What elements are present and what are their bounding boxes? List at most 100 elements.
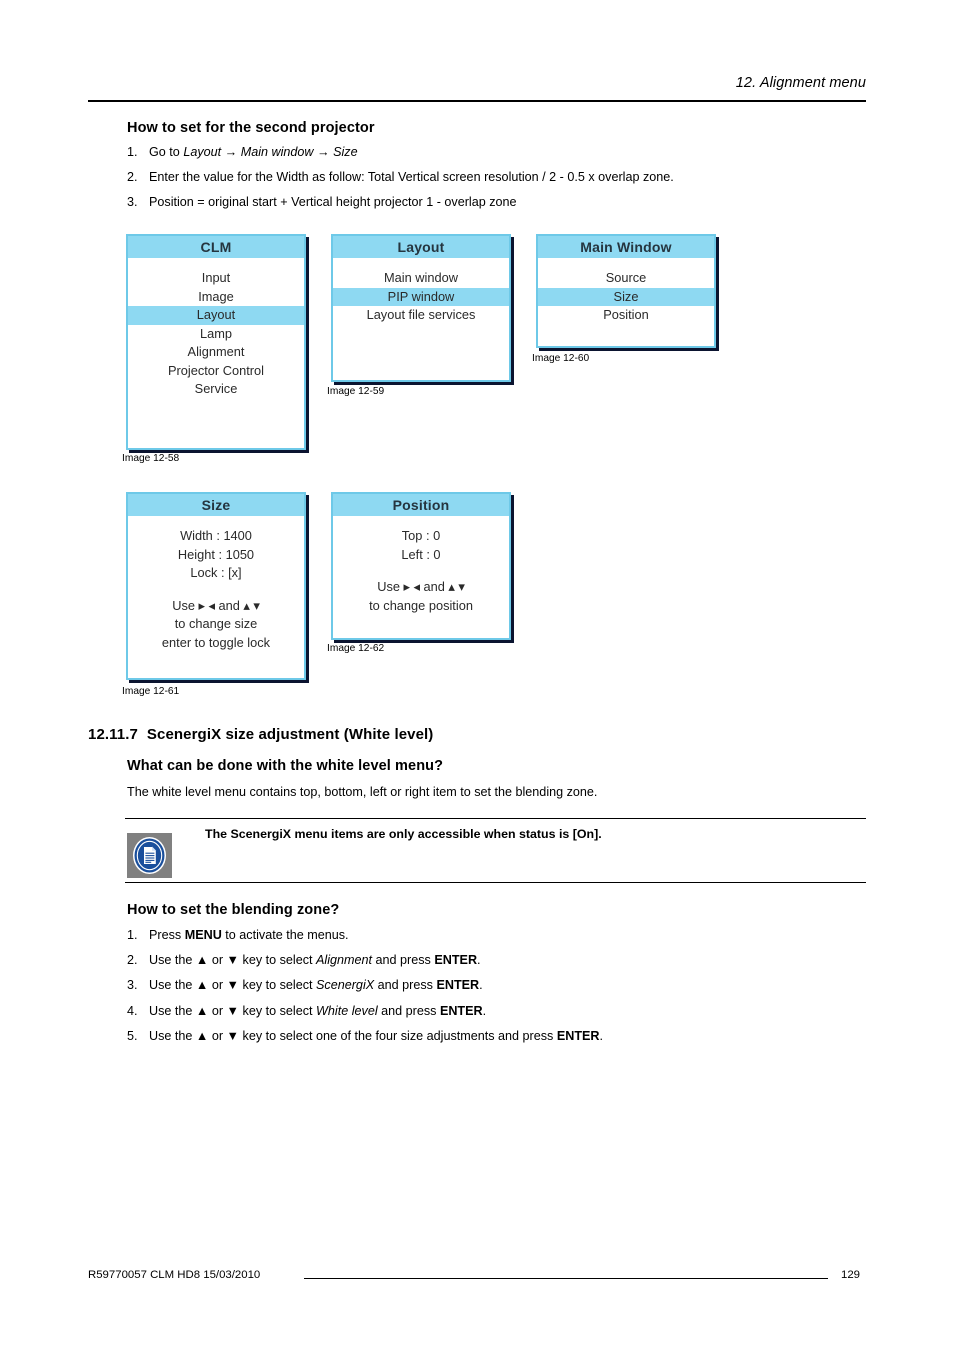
heading-how-to-set-blending-zone: How to set the blending zone? (127, 902, 340, 918)
footer-document-id: R59770057 CLM HD8 15/03/2010 (88, 1269, 261, 1281)
step-second-projector-item: 1.Go to Layout → Main window → Size (127, 145, 674, 159)
step-text-fragment: Use the ▲ or ▼ key to select (149, 978, 317, 993)
step-number: 4. (127, 1003, 138, 1018)
osd-hint-line: Use ▸ ◂ and ▴ ▾ (377, 579, 465, 594)
section-number: 12.11.7 (88, 726, 138, 743)
note-divider-bottom (125, 882, 866, 884)
step-text-fragment: → (313, 145, 334, 159)
header-divider (88, 100, 866, 103)
step-text-fragment: Use the ▲ or ▼ key to select (149, 1003, 317, 1018)
osd-item-main-window[interactable]: Main window (384, 270, 458, 285)
osd-item-input[interactable]: Input (201, 270, 231, 285)
step-blending-zone-item: 5.Use the ▲ or ▼ key to select one of th… (127, 1028, 604, 1043)
step-second-projector-item: 3. Position = original start + Vertical h… (127, 196, 674, 209)
caption-image-12-59: Image 12-59 (327, 386, 385, 397)
step-text-fragment: Alignment (316, 953, 373, 968)
step-number: 1. (127, 928, 138, 942)
step-number: 3. (127, 195, 138, 210)
step-text-fragment: ScenergiX (316, 978, 375, 993)
step-text-fragment: Press (149, 928, 185, 942)
section-title: ScenergiX size adjustment (White level) (146, 726, 434, 743)
footer-divider (304, 1278, 828, 1280)
document-note-icon (127, 833, 172, 878)
step-second-projector-item: 2. Enter the value for the Width as follo… (127, 170, 674, 185)
caption-image-12-62: Image 12-62 (327, 643, 385, 654)
osd-title-size: Size (128, 494, 304, 516)
page-header: 12. Alignment menu (88, 74, 866, 92)
osd-spacer (333, 564, 509, 578)
step-text-fragment: ENTER (439, 1003, 483, 1018)
note-text: The ScenergiX menu items are only access… (205, 827, 602, 841)
step-text-fragment: ENTER (434, 953, 478, 968)
osd-item-width-1400[interactable]: Width : 1400 (180, 528, 252, 543)
osd-item-alignment[interactable]: Alignment (187, 344, 245, 359)
osd-item-position[interactable]: Position (603, 307, 649, 322)
step-text-fragment: . (479, 978, 483, 993)
step-blending-zone-item: 4. Use the ▲ or ▼ key to select White lev… (127, 1003, 603, 1018)
osd-item-pip-window[interactable]: PIP window (333, 287, 509, 306)
osd-title-position: Position (333, 494, 509, 516)
step-blending-zone-item: 2. Use the ▲ or ▼ key to select Alignment… (127, 953, 603, 968)
osd-menu-position: Position Top : 0 Left : 0 Use ▸ ◂ and ▴ ▾ t… (331, 492, 511, 640)
step-text-fragment: Enter the value for the Width as follow:… (149, 170, 674, 185)
step-blending-zone-item: 1. Press MENU to activate the menus. (127, 928, 603, 942)
osd-item-layout[interactable]: Layout (128, 306, 304, 325)
step-text-fragment: . (477, 953, 481, 968)
step-text-fragment: White level (316, 1003, 378, 1018)
step-text-fragment: → (221, 145, 241, 159)
osd-spacer (128, 583, 304, 597)
caption-image-12-60: Image 12-60 (532, 353, 590, 364)
osd-item-layout-file-services[interactable]: Layout file services (366, 307, 476, 322)
osd-item-top-0[interactable]: Top : 0 (401, 528, 441, 543)
step-text-fragment: MENU (184, 928, 222, 942)
osd-title-clm: CLM (128, 236, 304, 258)
step-text-fragment: ENTER (556, 1028, 600, 1043)
step-text-fragment: . (482, 1003, 487, 1018)
heading-how-to-set-second-projector: How to set for the second projector (127, 120, 375, 136)
step-text-fragment: ENTER (436, 978, 480, 993)
osd-hint-line: Use ▸ ◂ and ▴ ▾ (172, 597, 260, 613)
step-number: 1. (127, 145, 138, 159)
step-number: 2. (127, 170, 138, 185)
osd-item-projector-control[interactable]: Projector Control (167, 362, 264, 378)
osd-hint-line: enter to toggle lock (161, 634, 271, 650)
caption-image-12-61: Image 12-61 (122, 686, 180, 697)
osd-item-lock-x[interactable]: Lock : [x] (190, 565, 242, 580)
step-text-fragment: and press (372, 953, 435, 968)
step-text-fragment: . (599, 1028, 604, 1043)
step-text-fragment: to activate the menus. (221, 928, 349, 942)
heading-what-can-be-done: What can be done with the white level me… (127, 758, 444, 774)
osd-title-layout: Layout (333, 236, 509, 258)
step-text-fragment: and press (374, 978, 437, 993)
step-text-fragment: Go to (149, 145, 184, 159)
step-text-fragment: and press (377, 1003, 440, 1018)
osd-item-source[interactable]: Source (605, 270, 647, 285)
osd-item-height-1050[interactable]: Height : 1050 (177, 546, 255, 562)
osd-item-size[interactable]: Size (538, 287, 714, 306)
steps-blending-zone: 1. Press MENU to activate the menus. 2. Use… (127, 928, 604, 1055)
note-divider-top (125, 818, 866, 820)
step-blending-zone-item: 3. Use the ▲ or ▼ key to select ScenergiX… (127, 979, 603, 992)
step-number: 2. (127, 953, 138, 968)
osd-item-left-0[interactable]: Left : 0 (401, 546, 441, 562)
osd-item-image[interactable]: Image (198, 288, 234, 304)
step-text-fragment: Use the ▲ or ▼ key to select (149, 953, 317, 968)
caption-image-12-58: Image 12-58 (122, 453, 180, 464)
osd-hint-line: to change position (369, 597, 473, 613)
footer-page-number: 129 (841, 1269, 861, 1281)
osd-item-service[interactable]: Service (194, 381, 238, 396)
step-number: 3. (127, 978, 138, 993)
step-text-fragment: Size (333, 145, 358, 159)
step-text-fragment: Position = original start + Vertical hei… (149, 195, 517, 210)
osd-item-lamp[interactable]: Lamp (199, 325, 232, 341)
osd-title-main-window: Main Window (538, 236, 714, 258)
